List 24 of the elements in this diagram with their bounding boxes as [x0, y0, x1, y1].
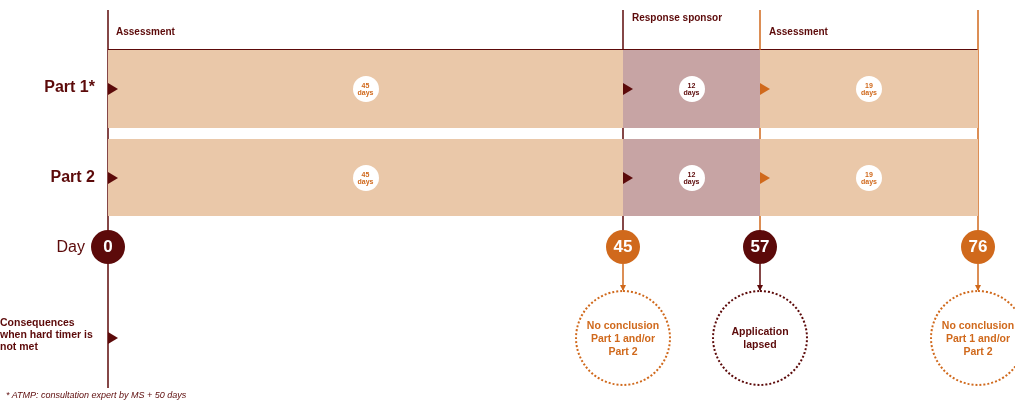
- phase-band: [760, 139, 978, 216]
- phase-band: [108, 50, 623, 128]
- phase-label: Response sponsor: [632, 12, 724, 24]
- day-marker: 76: [961, 230, 995, 264]
- arrow: [757, 263, 763, 291]
- consequence-text: No conclusion Part 1 and/or Part 2: [585, 318, 661, 358]
- day-marker: 45: [606, 230, 640, 264]
- consequence-text: No conclusion Part 1 and/or Part 2: [940, 318, 1015, 358]
- phase-band: [108, 139, 623, 216]
- arrow: [975, 263, 981, 291]
- row-label: Part 1*: [43, 78, 95, 97]
- day-marker: 0: [91, 230, 125, 264]
- footnote: * ATMP: consultation expert by MS + 50 days: [6, 390, 188, 401]
- phase-label: Assessment: [116, 26, 176, 38]
- row-label: Consequences when hard timer is not met: [0, 316, 94, 353]
- phase-band: [760, 50, 978, 128]
- day-marker: 57: [743, 230, 777, 264]
- phase-band: [623, 50, 760, 128]
- axis-label: Day: [55, 238, 85, 257]
- consequence-text: Application lapsed: [730, 325, 790, 351]
- phase-band: [623, 139, 760, 216]
- phase-label: Assessment: [769, 26, 829, 38]
- arrow: [620, 263, 626, 291]
- row-label: Part 2: [49, 168, 95, 187]
